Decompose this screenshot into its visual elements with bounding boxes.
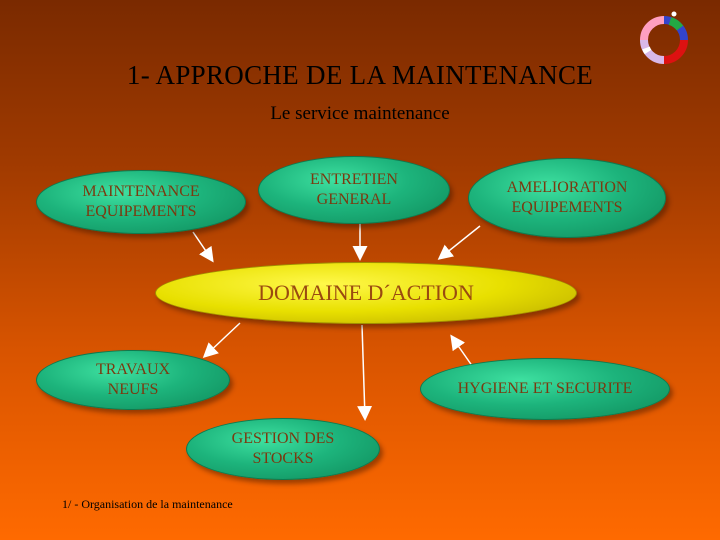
page-title: 1- APPROCHE DE LA MAINTENANCE [126,60,594,90]
node-domaine-action: DOMAINE D´ACTION [155,262,577,324]
node-amelioration-equipements-label: AMELIORATION EQUIPEMENTS [506,179,628,216]
node-gestion-stocks-label: GESTION DES STOCKS [231,430,335,467]
arrow-domaine-to-gestion [357,324,373,421]
node-hygiene-securite-label: HYGIENE ET SECURITE [457,380,633,397]
page-subtitle: Le service maintenance [270,103,450,124]
node-amelioration-equipements: AMELIORATION EQUIPEMENTS [468,158,666,238]
arrow-domaine-to-travaux [202,322,241,359]
node-entretien-general-label: ENTRETIEN GENERAL [310,171,398,208]
node-travaux-neufs: TRAVAUX NEUFS [36,350,230,410]
node-maintenance-equipements: MAINTENANCE EQUIPEMENTS [36,170,246,234]
node-travaux-neufs-label: TRAVAUX NEUFS [95,361,171,398]
color-ring-logo-icon [640,11,688,64]
arrow-amelioration-to-domaine [437,225,481,260]
node-entretien-general: ENTRETIEN GENERAL [258,156,450,224]
footer-caption: 1/ - Organisation de la maintenance [62,497,233,511]
node-gestion-stocks: GESTION DES STOCKS [186,418,380,480]
arrow-maintenance-to-domaine [192,231,214,263]
node-hygiene-securite: HYGIENE ET SECURITE [420,358,670,420]
node-domaine-action-label: DOMAINE D´ACTION [258,280,474,305]
node-maintenance-equipements-label: MAINTENANCE EQUIPEMENTS [82,183,200,220]
